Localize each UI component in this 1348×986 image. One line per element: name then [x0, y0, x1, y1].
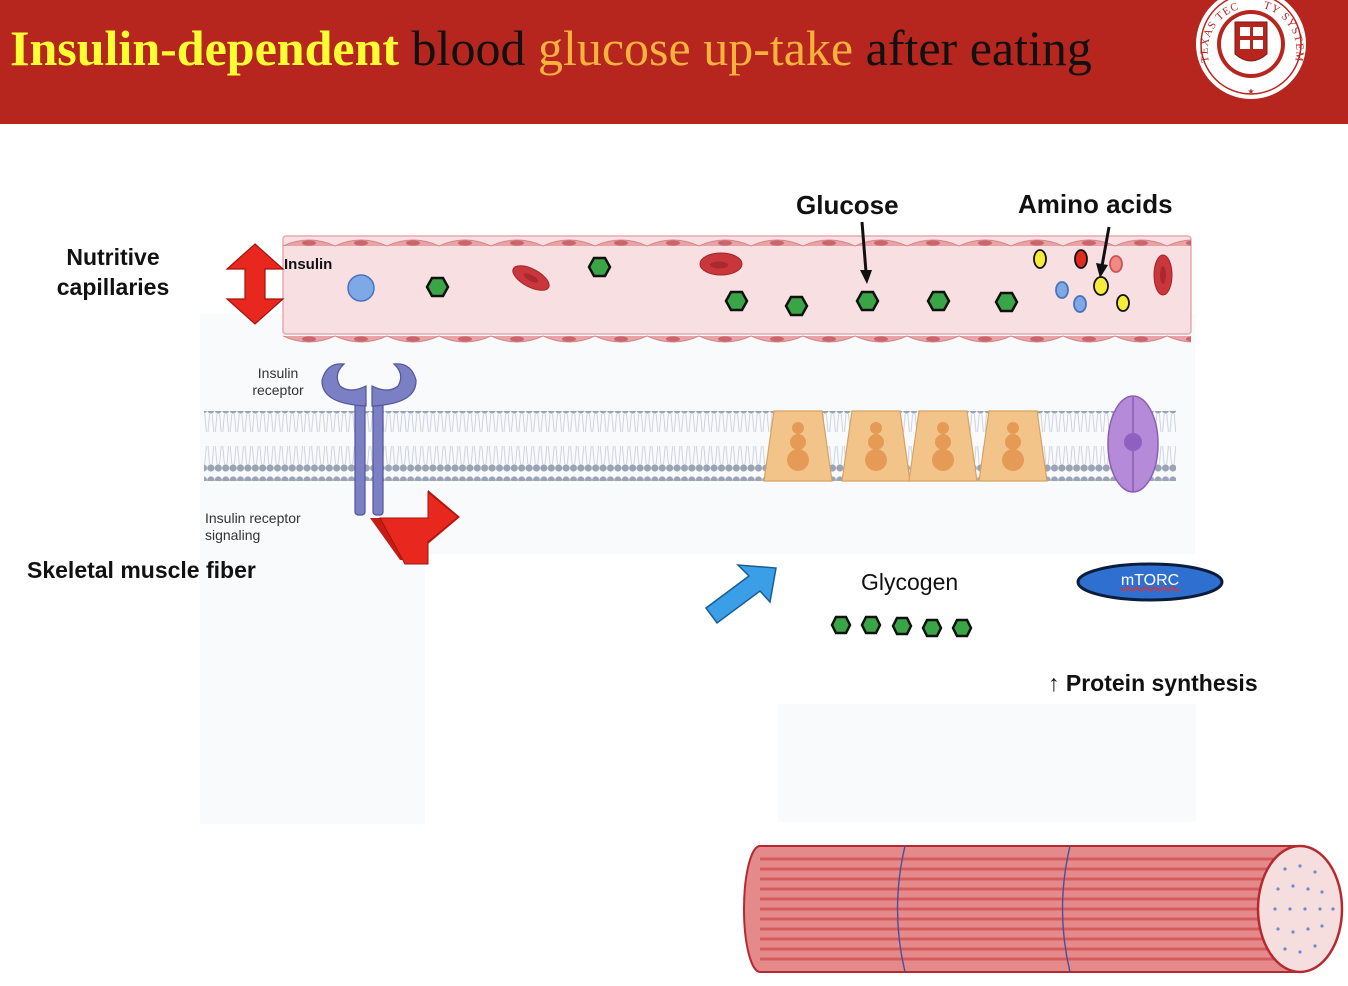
capillary-exchange-double-arrow: [225, 243, 285, 325]
title-part-insulin-dependent: Insulin-dependent: [10, 20, 400, 76]
red-blood-cell: [1153, 254, 1173, 296]
glycogen-chain: [830, 615, 973, 638]
title-part-blood: blood: [399, 20, 538, 76]
protein-synthesis-label: ↑ Protein synthesis: [1048, 670, 1258, 696]
glut4-transporter: [908, 410, 978, 482]
amino-acids-pointer-arrow: [1096, 226, 1111, 278]
nutritive-label-line2: capillaries: [56, 274, 170, 300]
diagram-canvas: [200, 221, 1344, 974]
glycogen-synthesis-arrow: [704, 564, 777, 625]
insulin-receptor-signaling-label: Insulin receptor signaling: [205, 510, 301, 544]
mtorc-complex: [1076, 562, 1224, 602]
glucose-molecule: [926, 290, 951, 312]
signaling-label-line2: signaling: [205, 527, 261, 543]
glut4-transporters: [763, 410, 1048, 482]
insulin-receptor-label-line2: receptor: [252, 382, 304, 398]
title-part-glucose-uptake: glucose up-take: [537, 20, 854, 76]
glut4-transporter: [841, 410, 911, 482]
title-part-after-eating: after eating: [853, 20, 1092, 76]
insulin-receptor: [321, 363, 417, 516]
insulin-receptor-label-line1: Insulin: [257, 365, 299, 381]
red-blood-cell: [512, 265, 550, 291]
university-seal-logo: TEXAS TEC TY SYSTEM ★: [1194, 0, 1308, 100]
amino-acids-cluster: [1033, 249, 1130, 313]
nutritive-capillaries-label: Nutritive capillaries: [40, 242, 186, 302]
insulin-molecule: [347, 274, 375, 302]
amino-acids-label: Amino acids: [1018, 189, 1173, 219]
signaling-label-line1: Insulin receptor: [205, 510, 301, 526]
glucose-molecule: [587, 256, 612, 278]
muscle-fiber-illustration: [743, 844, 1344, 974]
glucose-molecule: [724, 290, 749, 312]
muscle-cytoplasm-left: [200, 554, 425, 824]
insulin-signaling-arrow: [370, 490, 460, 565]
glucose-label: Glucose: [796, 190, 899, 220]
red-blood-cell: [699, 252, 743, 276]
glut4-transporter: [763, 410, 833, 482]
glut4-transporter: [978, 410, 1048, 482]
title-banner: Insulin-dependent blood glucose up-take …: [0, 0, 1348, 124]
amino-acid-transporter: [1107, 395, 1159, 493]
muscle-cytoplasm-right: [778, 704, 1196, 822]
glycogen-label: Glycogen: [861, 569, 959, 595]
nutritive-label-line1: Nutritive: [66, 244, 160, 270]
nutritive-capillary: [282, 235, 1192, 346]
glucose-pointer-arrow: [860, 221, 872, 284]
svg-text:★: ★: [1247, 87, 1254, 96]
glucose-molecule: [425, 276, 450, 298]
mtorc-label: mTORC: [1120, 572, 1180, 589]
skeletal-muscle-fiber-label: Skeletal muscle fiber: [27, 557, 256, 583]
slide-title: Insulin-dependent blood glucose up-take …: [10, 18, 1092, 78]
insulin-receptor-label: Insulin receptor: [240, 365, 316, 399]
glucose-molecule: [784, 295, 809, 317]
glucose-molecule: [994, 291, 1019, 313]
glucose-molecule: [855, 290, 880, 312]
insulin-label: Insulin: [284, 256, 333, 273]
